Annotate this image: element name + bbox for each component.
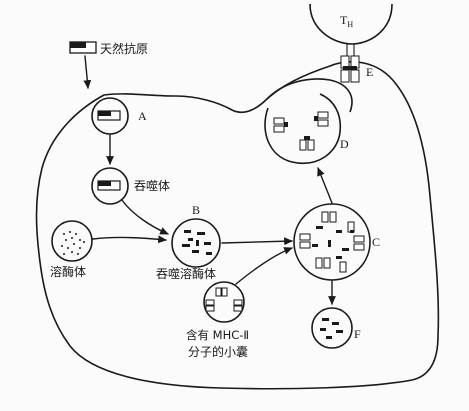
arrow-c-to-d bbox=[317, 167, 333, 204]
vesicle-a: A bbox=[91, 97, 147, 135]
vesicle-c: C bbox=[293, 203, 380, 281]
membrane-pseudopod bbox=[267, 78, 353, 113]
mhc-ii-vesicle: 含有 MHC-Ⅱ 分子的小囊 bbox=[186, 281, 249, 359]
step-f-label: F bbox=[354, 327, 361, 341]
antigen-bar-fill bbox=[70, 42, 86, 48]
tcr-mhc-complex: E bbox=[340, 55, 373, 83]
t-helper-label: TH bbox=[340, 13, 353, 29]
step-a-label: A bbox=[138, 109, 147, 123]
phagosome: 吞噬体 bbox=[91, 167, 170, 205]
phagolysosome-label: 吞噬溶酶体 bbox=[156, 266, 216, 281]
macrophage-membrane bbox=[35, 60, 440, 390]
arrow-antigen-to-a bbox=[83, 55, 92, 89]
step-e-label: E bbox=[366, 65, 373, 79]
lysosome-label: 溶酶体 bbox=[50, 264, 86, 279]
mhc-vesicle-label-line2: 分子的小囊 bbox=[188, 344, 248, 359]
step-d-label: D bbox=[340, 137, 349, 151]
arrow-vesicle-to-c bbox=[235, 247, 293, 285]
vesicle-d: D bbox=[264, 93, 349, 165]
arrow-lysosome-to-b bbox=[92, 235, 167, 244]
phagolysosome-b: B 吞噬溶酶体 bbox=[156, 203, 221, 281]
arrow-phagosome-to-b bbox=[121, 199, 169, 235]
step-c-label: C bbox=[372, 235, 380, 249]
step-b-label: B bbox=[192, 203, 200, 217]
mhc-vesicle-label-line1: 含有 MHC-Ⅱ bbox=[186, 328, 249, 342]
t-helper-cell: TH bbox=[309, 3, 393, 56]
lysosome: 溶酶体 bbox=[50, 220, 93, 279]
phagosome-label: 吞噬体 bbox=[134, 178, 170, 193]
arrow-b-to-c bbox=[221, 237, 293, 246]
vesicle-f: F bbox=[311, 307, 361, 349]
natural-antigen-label: 天然抗原 bbox=[100, 41, 148, 56]
natural-antigen-key: 天然抗原 bbox=[69, 41, 148, 56]
